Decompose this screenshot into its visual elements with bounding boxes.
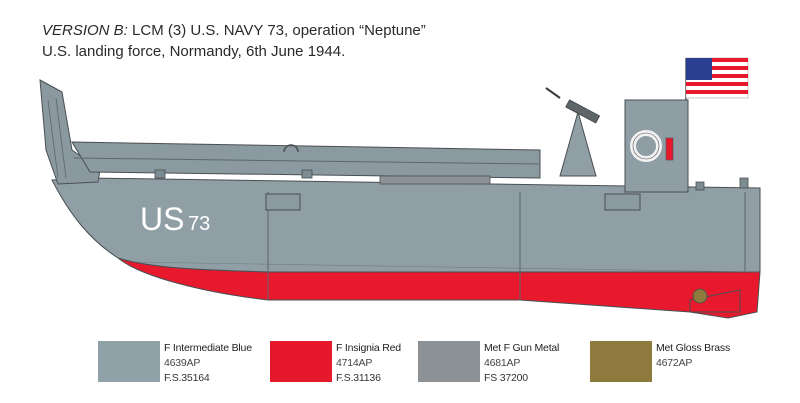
exhaust-pipe bbox=[379, 175, 491, 185]
brass-propeller bbox=[692, 288, 708, 304]
gun-tripod-mount bbox=[559, 110, 597, 177]
paint-name: Met Gloss Brass bbox=[656, 342, 731, 354]
color-chip bbox=[270, 341, 332, 382]
landing-craft-illustration: US 73 bbox=[39, 57, 761, 319]
hull-marking-number: 73 bbox=[188, 213, 210, 235]
deck-cleat bbox=[154, 169, 166, 179]
ramp-rib bbox=[55, 97, 67, 179]
version-label: VERSION B: bbox=[42, 22, 128, 39]
paint-code: 4681AP bbox=[484, 357, 521, 369]
color-chip bbox=[98, 341, 160, 382]
paint-fs-number: F.S.31136 bbox=[336, 372, 381, 384]
caption-line-2: U.S. landing force, Normandy, 6th June 1… bbox=[42, 43, 346, 60]
paint-code: 4672AP bbox=[656, 357, 693, 369]
paint-name: F Insignia Red bbox=[336, 342, 401, 354]
color-chip bbox=[590, 341, 652, 382]
lifting-eye bbox=[283, 144, 299, 153]
color-chip bbox=[418, 341, 480, 382]
paint-code: 4639AP bbox=[164, 357, 201, 369]
paint-code: 4714AP bbox=[336, 357, 373, 369]
paint-fs-number: FS 37200 bbox=[484, 372, 528, 384]
caption-title: LCM (3) U.S. NAVY 73, operation “Neptune… bbox=[127, 22, 426, 39]
caption: VERSION B: LCM (3) U.S. NAVY 73, operati… bbox=[42, 20, 426, 62]
machine-gun bbox=[565, 99, 601, 124]
paint-fs-number: F.S.35164 bbox=[164, 372, 210, 384]
caption-line-1: VERSION B: LCM (3) U.S. NAVY 73, operati… bbox=[42, 20, 426, 41]
stern-skeg bbox=[689, 289, 741, 313]
waterline bbox=[129, 261, 759, 273]
paint-name: F Intermediate Blue bbox=[164, 342, 252, 354]
bow-ramp bbox=[39, 79, 101, 185]
life-ring-outline bbox=[632, 132, 660, 160]
us-flag bbox=[685, 57, 749, 99]
tow-plate bbox=[604, 193, 641, 211]
bollard bbox=[739, 177, 749, 189]
deck-cleat bbox=[301, 169, 313, 179]
hull-marking-letters: US bbox=[140, 201, 184, 237]
paint-name: Met F Gun Metal bbox=[484, 342, 560, 354]
ramp-rib bbox=[47, 99, 59, 179]
coaming-rail bbox=[73, 157, 541, 165]
tow-plate bbox=[265, 193, 301, 211]
cargo-well-coaming bbox=[71, 141, 541, 179]
machine-gun-barrel bbox=[545, 87, 561, 99]
fire-extinguisher bbox=[665, 137, 674, 161]
bollard bbox=[695, 181, 705, 191]
